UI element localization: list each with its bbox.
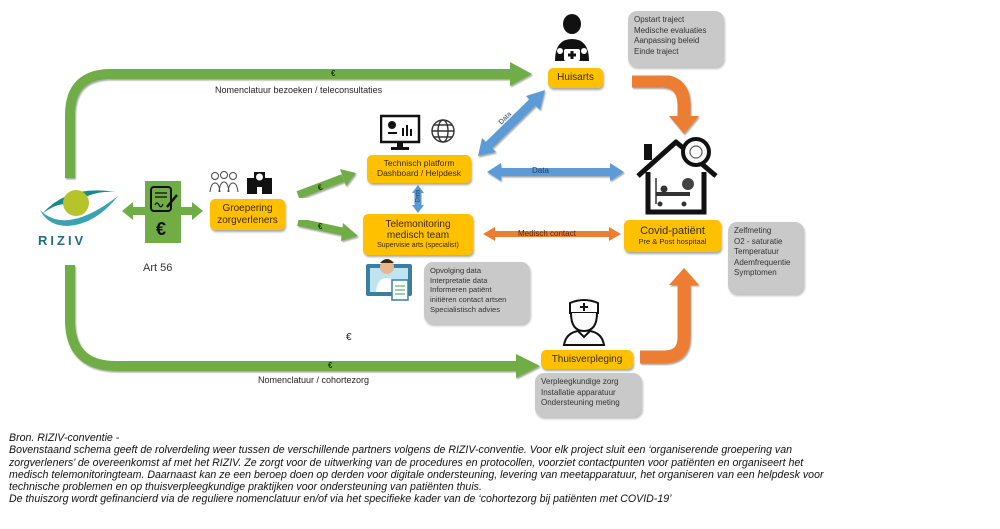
telemonitoring-team-box: Telemonitoring medisch team Supervisie a… bbox=[363, 214, 473, 255]
care-team-hospital-icons bbox=[209, 171, 272, 194]
thuisverpleging-label: Thuisverpleging bbox=[551, 353, 623, 365]
huisarts-tasks-box: Opstart traject Medische evaluaties Aanp… bbox=[628, 11, 724, 67]
platform-line-1: Technisch platform bbox=[383, 158, 455, 169]
patient-task: O2 - saturatie bbox=[734, 236, 783, 246]
green-arrow-to-platform bbox=[296, 169, 356, 199]
team-task: Informeren patiënt bbox=[430, 285, 492, 295]
riziv-logo-text: RIZIV bbox=[38, 233, 87, 248]
euro-label-top: € bbox=[331, 69, 336, 78]
orange-arrow-nurse-patient bbox=[640, 268, 699, 364]
thuisverpleging-box: Thuisverpleging bbox=[541, 350, 633, 369]
care-team-icon bbox=[209, 171, 239, 193]
art56-label: Art 56 bbox=[143, 262, 173, 274]
data-label-horizontal: Data bbox=[532, 166, 549, 175]
team-task: Opvolging data bbox=[430, 266, 482, 275]
euro-label-free: € bbox=[346, 332, 352, 343]
medisch-contact-label: Medisch contact bbox=[518, 229, 576, 238]
blue-arrow-platform-team bbox=[412, 185, 424, 213]
orange-arrow-huisarts-patient bbox=[632, 74, 699, 134]
nurse-icon bbox=[562, 299, 606, 346]
patient-task: Zelfmeting bbox=[734, 226, 772, 235]
orange-arrow-medisch-contact bbox=[483, 227, 621, 241]
green-arrow-bottom bbox=[65, 265, 540, 378]
caption-source: Bron. RIZIV-conventie - bbox=[9, 432, 120, 444]
figure-caption: Bron. RIZIV-conventie - Bovenstaand sche… bbox=[9, 432, 999, 506]
platform-icons bbox=[380, 114, 455, 150]
patient-line-1: Covid-patiënt bbox=[640, 225, 705, 238]
green-arrow-to-team bbox=[297, 218, 358, 241]
euro-label-team: € bbox=[318, 222, 323, 231]
huisarts-label: Huisarts bbox=[557, 72, 594, 84]
art56-contract-block: € bbox=[145, 181, 181, 243]
caption-line: technische problemen en op thuisverpleeg… bbox=[9, 481, 482, 494]
patient-task: Ademfrequentie bbox=[734, 257, 791, 267]
home-patient-icon bbox=[636, 137, 718, 215]
patient-tasks-box: Zelfmeting O2 - saturatie Temperatuur Ad… bbox=[728, 222, 804, 294]
patient-task: Symptomen bbox=[734, 268, 777, 278]
huisarts-box: Huisarts bbox=[548, 68, 603, 88]
hospital-icon bbox=[247, 172, 272, 194]
nurse-task: Verpleegkundige zorg bbox=[541, 377, 619, 386]
groepering-line-1: Groepering bbox=[222, 203, 273, 214]
blue-arrow-platform-patient bbox=[487, 163, 624, 181]
covid-patient-box: Covid-patiënt Pre & Post hospitaal bbox=[624, 220, 721, 252]
patient-task: Temperatuur bbox=[734, 247, 779, 257]
groepering-zorgverleners-box: Groepering zorgverleners bbox=[210, 199, 285, 230]
team-line-3: Supervisie arts (specialist) bbox=[377, 241, 459, 249]
signed-contract-euro-icon: € bbox=[150, 186, 178, 239]
caption-line: De thuiszorg wordt gefinancierd via de r… bbox=[9, 493, 672, 506]
caption-line: medisch telemonitoringteam. Daarnaast ka… bbox=[9, 468, 824, 481]
caption-line: Bovenstaand schema geeft de rolverdeling… bbox=[9, 444, 793, 457]
patient-line-2: Pre & Post hospitaal bbox=[638, 237, 707, 246]
huisarts-task: Einde traject bbox=[634, 46, 679, 56]
green-double-arrow-riziv-art56 bbox=[122, 202, 203, 220]
platform-line-2: Dashboard / Helpdesk bbox=[376, 168, 462, 178]
team-tasks-box: Opvolging data Interpretatie data Inform… bbox=[424, 262, 530, 324]
huisarts-task: Aanpassing beleid bbox=[634, 36, 700, 46]
team-task: initiëren contact artsen bbox=[430, 295, 507, 305]
globe-icon bbox=[431, 119, 455, 143]
huisarts-task: Opstart traject bbox=[634, 15, 685, 24]
green-arrow-top bbox=[65, 62, 532, 178]
svg-text:€: € bbox=[156, 219, 166, 239]
doctor-monitor-icon bbox=[366, 259, 412, 301]
caption-line: zorgverleners’ de overeenkomst af met he… bbox=[9, 456, 804, 469]
team-task: Interpretatie data bbox=[430, 275, 488, 285]
euro-label-bottom: € bbox=[328, 361, 333, 370]
doctor-icon bbox=[555, 14, 589, 61]
team-line-1: Telemonitoring bbox=[385, 218, 451, 230]
huisarts-task: Medische evaluaties bbox=[634, 25, 707, 35]
nurse-tasks-box: Verpleegkundige zorg Installatie apparat… bbox=[535, 373, 642, 417]
data-label-vertical: Data bbox=[415, 189, 422, 203]
groepering-line-2: zorgverleners bbox=[217, 214, 278, 226]
flow-label-bottom: Nomenclatuur / cohortezorg bbox=[258, 375, 370, 385]
flow-arrows bbox=[65, 62, 699, 378]
riziv-eye-logo-icon bbox=[40, 190, 118, 226]
nurse-task: Installatie apparatuur bbox=[541, 387, 616, 397]
team-line-2: medisch team bbox=[386, 230, 450, 242]
technisch-platform-box: Technisch platform Dashboard / Helpdesk bbox=[367, 155, 471, 183]
blue-arrow-huisarts-platform bbox=[478, 90, 545, 156]
team-task: Specialistisch advies bbox=[430, 304, 501, 314]
dashboard-monitor-icon bbox=[380, 114, 421, 150]
role-diagram: € € € € € Nomenclatuur bezoeken / teleco… bbox=[38, 11, 804, 417]
nurse-task: Ondersteuning meting bbox=[541, 398, 620, 408]
flow-label-top: Nomenclatuur bezoeken / teleconsultaties bbox=[215, 85, 383, 95]
